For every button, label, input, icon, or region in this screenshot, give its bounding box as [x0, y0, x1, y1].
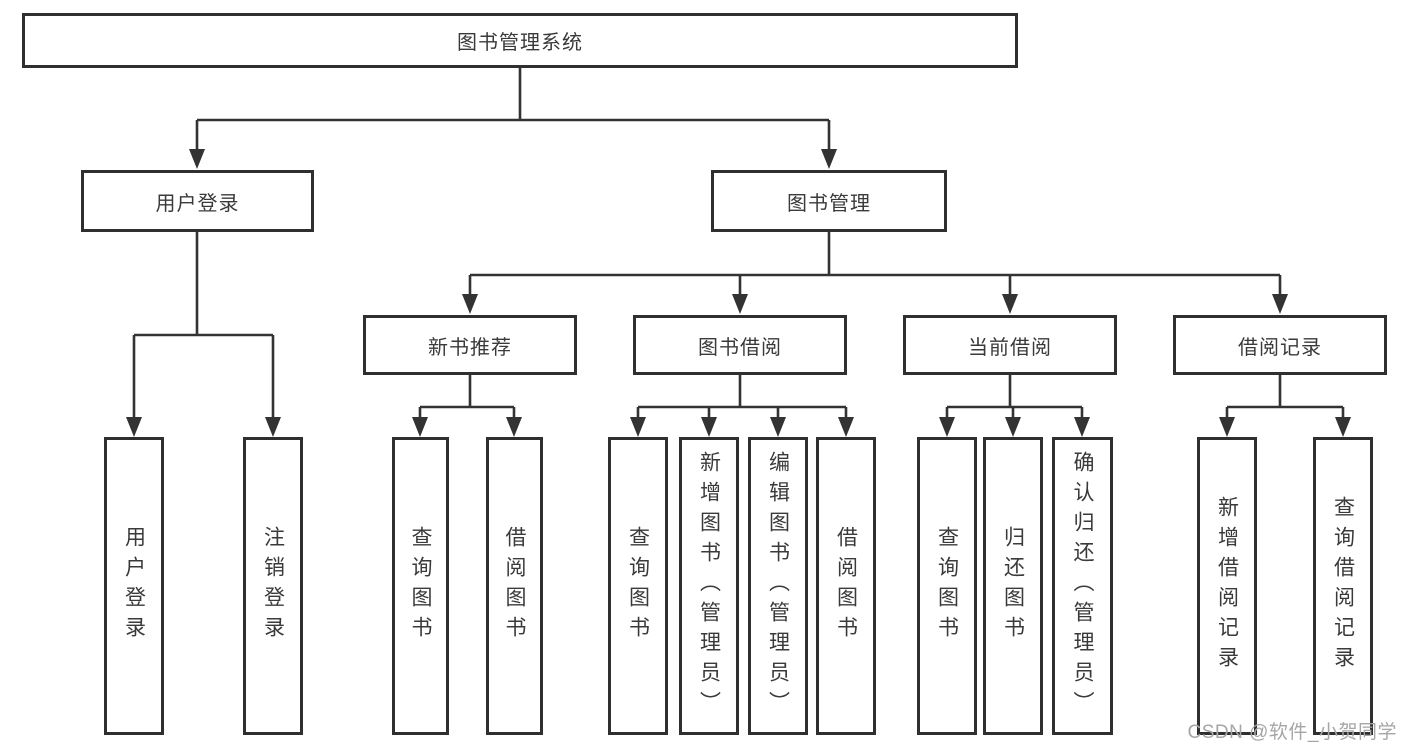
leaf-add-borrow-record: 新增借阅记录	[1197, 437, 1257, 735]
leaf-edit-books-admin: 编辑图书（管理员）	[748, 437, 808, 735]
leaf-label: 注销登录	[261, 526, 285, 646]
leaf-query-books-current: 查询图书	[917, 437, 977, 735]
leaf-label: 查询图书	[626, 526, 650, 646]
node-label: 图书管理系统	[457, 32, 583, 54]
leaf-label: 编辑图书（管理员）	[766, 451, 790, 721]
node-label: 借阅记录	[1238, 336, 1322, 359]
node-label: 新书推荐	[428, 336, 512, 359]
leaf-user-login: 用户登录	[104, 437, 164, 735]
leaf-label: 查询图书	[409, 526, 432, 646]
node-new-book-recommend: 新书推荐	[363, 315, 577, 375]
leaf-query-books-recommend: 查询图书	[392, 437, 449, 735]
leaf-label: 查询借阅记录	[1331, 496, 1355, 676]
node-user-login: 用户登录	[81, 170, 314, 232]
node-book-borrowing: 图书借阅	[633, 315, 847, 375]
leaf-logout: 注销登录	[243, 437, 303, 735]
leaf-label: 用户登录	[122, 526, 146, 646]
leaf-label: 归还图书	[1001, 526, 1025, 646]
leaf-borrow-books-recommend: 借阅图书	[486, 437, 543, 735]
csdn-watermark: CSDN @软件_小贺同学	[1187, 722, 1397, 743]
leaf-confirm-return-admin: 确认归还（管理员）	[1052, 437, 1113, 735]
node-label: 图书管理	[787, 192, 871, 215]
leaf-label: 借阅图书	[503, 526, 526, 646]
node-borrowing-records: 借阅记录	[1173, 315, 1387, 375]
leaf-query-borrow-record: 查询借阅记录	[1313, 437, 1373, 735]
node-library-management-system: 图书管理系统	[22, 13, 1018, 68]
node-book-management: 图书管理	[711, 170, 947, 232]
leaf-label: 新增借阅记录	[1215, 496, 1239, 676]
leaf-label: 借阅图书	[834, 526, 858, 646]
leaf-return-books: 归还图书	[983, 437, 1043, 735]
node-current-borrowing: 当前借阅	[903, 315, 1117, 375]
leaf-borrow-books: 借阅图书	[816, 437, 876, 735]
leaf-label: 新增图书（管理员）	[697, 451, 721, 721]
leaf-label: 查询图书	[935, 526, 959, 646]
node-label: 用户登录	[155, 192, 240, 215]
node-label: 当前借阅	[968, 336, 1052, 359]
leaf-label: 确认归还（管理员）	[1071, 451, 1094, 721]
leaf-query-books-borrowing: 查询图书	[608, 437, 668, 735]
node-label: 图书借阅	[698, 336, 782, 359]
leaf-add-books-admin: 新增图书（管理员）	[679, 437, 739, 735]
